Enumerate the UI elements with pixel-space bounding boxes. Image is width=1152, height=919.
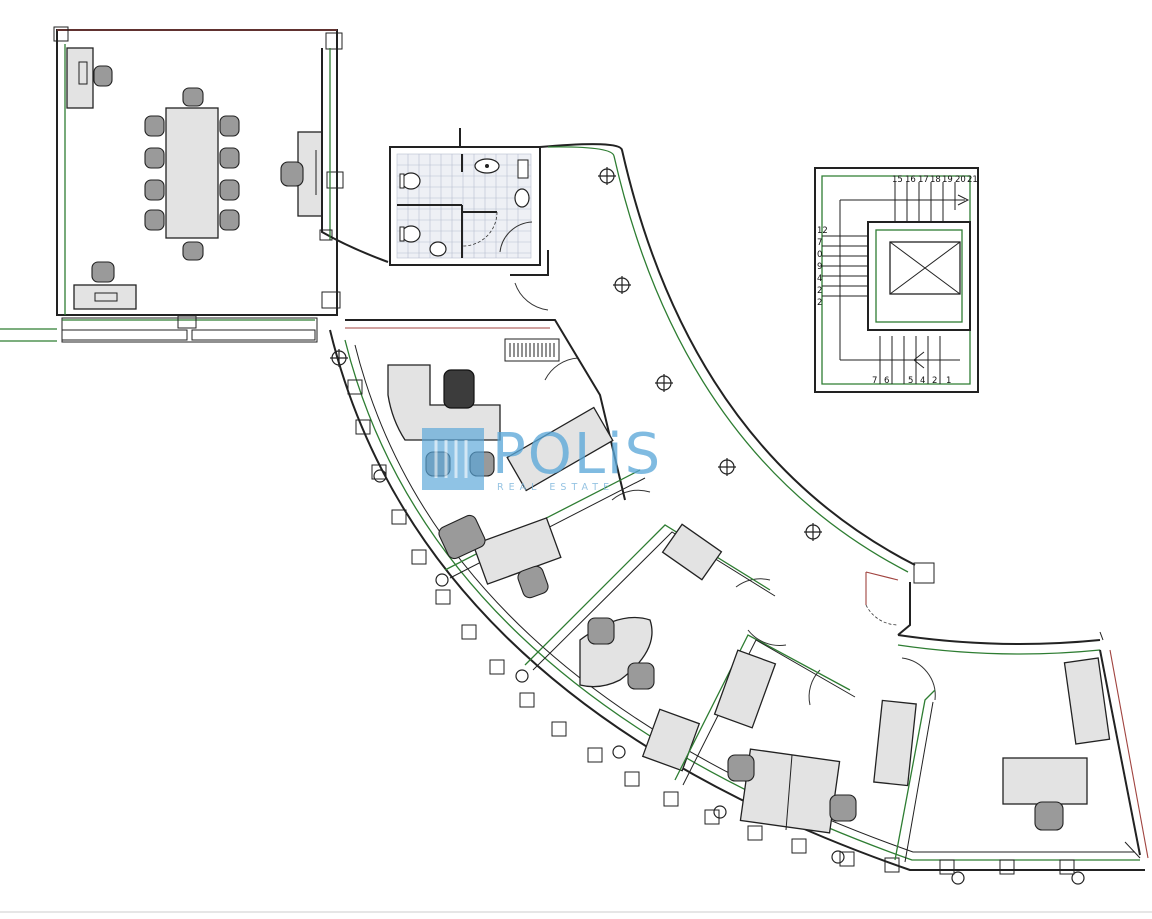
svg-text:4: 4 xyxy=(920,376,925,386)
side-desk xyxy=(66,47,94,109)
elevator-shaft-icon xyxy=(889,241,961,295)
armchair xyxy=(438,514,486,560)
svg-text:5: 5 xyxy=(908,376,913,386)
sink-icon xyxy=(474,158,529,179)
reception-desk xyxy=(387,364,501,441)
office-3 xyxy=(727,689,936,863)
chair xyxy=(587,617,615,645)
facade-mullions xyxy=(347,379,1075,875)
chair xyxy=(1034,801,1064,831)
logo-brand: POLiS xyxy=(492,422,662,487)
svg-text:1: 1 xyxy=(946,376,951,386)
svg-text:9: 9 xyxy=(817,262,822,272)
door-swing-icon xyxy=(514,282,936,706)
svg-text:20: 20 xyxy=(955,175,966,185)
logo-tagline: REAL ESTATE xyxy=(497,482,614,493)
ceiling-lamp-icon xyxy=(373,469,1085,885)
chair xyxy=(280,161,304,187)
cabinet xyxy=(873,699,917,787)
logo-mark xyxy=(422,428,484,490)
staircase: 15 16 17 18 19 20 21 12 7 0 9 4 2 2 7 6 … xyxy=(814,167,979,393)
svg-text:19: 19 xyxy=(942,175,953,185)
cabinet xyxy=(1063,657,1111,745)
stair-step-numbers: 15 16 17 18 19 20 21 12 7 0 9 4 2 2 7 6 … xyxy=(817,175,978,386)
reception-desk-small xyxy=(73,284,137,310)
conference-room xyxy=(0,26,389,343)
chair xyxy=(91,261,115,283)
svg-text:12: 12 xyxy=(817,226,828,236)
chair xyxy=(727,754,755,782)
svg-text:17: 17 xyxy=(918,175,929,185)
svg-text:2: 2 xyxy=(817,298,822,308)
svg-text:21: 21 xyxy=(967,175,978,185)
corridor-outer-wall xyxy=(539,143,916,566)
wc-icon xyxy=(399,172,530,257)
svg-text:7: 7 xyxy=(872,376,877,386)
cabinet xyxy=(661,523,723,581)
radiator xyxy=(504,338,560,362)
reception-area xyxy=(345,319,646,579)
meeting-chairs xyxy=(144,87,240,261)
svg-text:2: 2 xyxy=(817,286,822,296)
cabinet xyxy=(713,649,777,729)
svg-text:18: 18 xyxy=(930,175,941,185)
chair xyxy=(93,65,113,87)
office-4 xyxy=(1002,657,1141,859)
partition-wall xyxy=(321,48,389,263)
desk xyxy=(472,517,562,585)
restroom xyxy=(389,128,549,276)
svg-text:15: 15 xyxy=(892,175,903,185)
office-1 xyxy=(438,514,776,671)
watermark-logo: POLiS REAL ESTATE xyxy=(422,422,662,493)
cabinet xyxy=(641,708,701,772)
double-desk xyxy=(739,748,841,834)
svg-text:6: 6 xyxy=(884,376,889,386)
reception-chair xyxy=(443,369,475,409)
chair xyxy=(829,794,857,822)
svg-text:7: 7 xyxy=(817,238,822,248)
storage-cabinet xyxy=(506,406,614,492)
chair xyxy=(517,565,549,599)
svg-text:2: 2 xyxy=(932,376,937,386)
svg-text:4: 4 xyxy=(817,274,822,284)
meeting-table xyxy=(165,107,219,239)
reception-partition xyxy=(345,319,626,501)
svg-text:0: 0 xyxy=(817,250,822,260)
svg-text:16: 16 xyxy=(905,175,916,185)
chair xyxy=(627,662,655,690)
desk xyxy=(1002,757,1088,805)
stair-core-walls xyxy=(814,167,979,393)
office-2 xyxy=(579,616,856,786)
